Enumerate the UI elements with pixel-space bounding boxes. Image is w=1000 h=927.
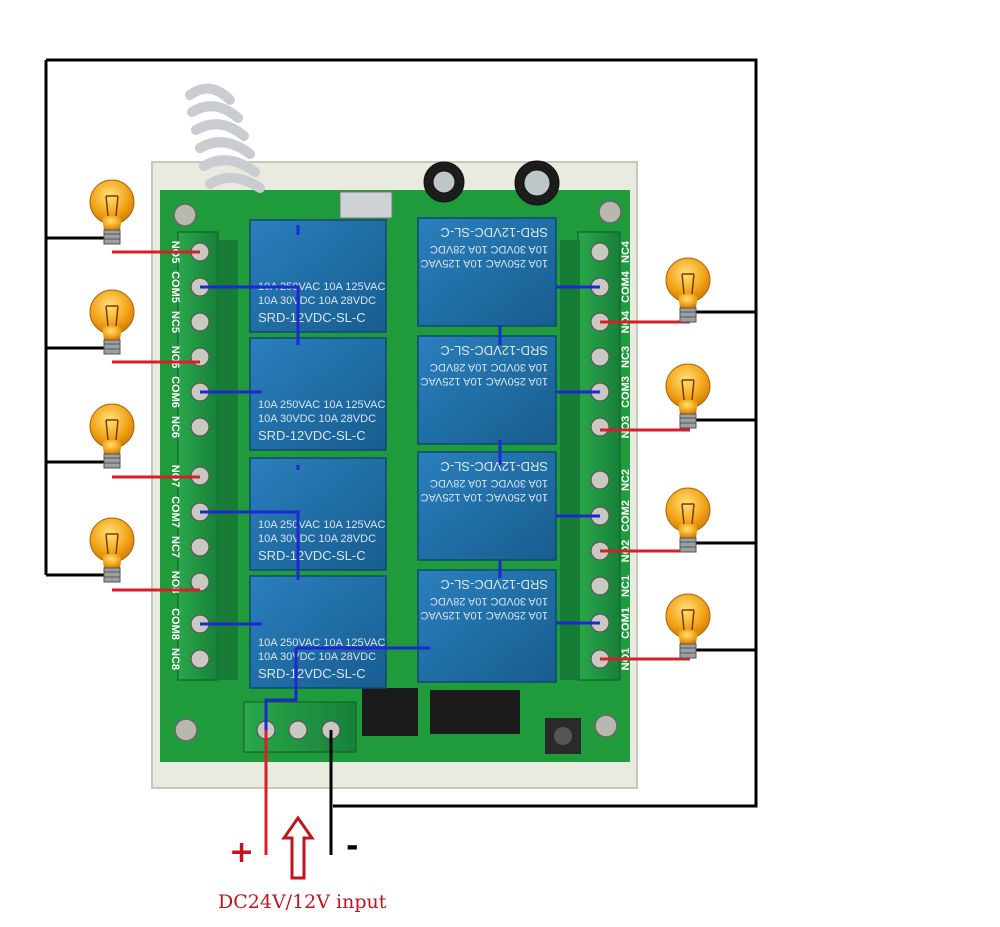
plus-sign: + <box>229 835 254 870</box>
terminal-label: NC8 <box>169 648 181 670</box>
relay-label: SRD-12VDC-SL-C <box>258 548 366 563</box>
capacitor <box>423 160 560 206</box>
terminal-label: NO3 <box>620 416 632 439</box>
power-caption: DC24V/12V input <box>218 891 387 913</box>
relay: 10A 250VAC 10A 125VAC 10A 30VDC 10A 28VDC… <box>417 335 557 445</box>
relay: 10A 250VAC 10A 125VAC 10A 30VDC 10A 28VDC… <box>249 457 387 571</box>
light-bulb-icon <box>89 403 135 469</box>
light-bulb-icon <box>665 363 711 429</box>
blue-wires <box>200 225 600 730</box>
frame-wire <box>44 58 758 808</box>
relay: 10A 250VAC 10A 125VAC 10A 30VDC 10A 28VDC… <box>249 337 387 451</box>
terminal-label: COM8 <box>169 608 181 640</box>
terminal-label: NC7 <box>169 536 181 558</box>
terminal-label: COM2 <box>620 500 632 532</box>
relay: 10A 250VAC 10A 125VAC 10A 30VDC 10A 28VDC… <box>249 575 387 689</box>
black-wires <box>46 236 756 855</box>
light-bulb-icon <box>665 257 711 323</box>
relay-label: 10A 30VDC 10A 28VDC <box>258 295 376 307</box>
terminal-label: COM3 <box>620 376 632 408</box>
relay-label: SRD-12VDC-SL-C <box>440 343 548 358</box>
relay-label: 10A 250VAC 10A 125VAC <box>258 281 385 293</box>
terminal-label: NC2 <box>620 469 632 491</box>
up-arrow-icon <box>281 815 315 880</box>
terminal-label: NC5 <box>169 311 181 333</box>
terminal-label: COM7 <box>169 496 181 528</box>
lamp-group <box>89 179 711 659</box>
relay-label: SRD-12VDC-SL-C <box>258 428 366 443</box>
relay-label: 10A 30VDC 10A 28VDC <box>430 477 548 489</box>
terminal-label: NC6 <box>169 416 181 438</box>
relay: 10A 250VAC 10A 125VAC 10A 30VDC 10A 28VDC… <box>417 451 557 561</box>
light-bulb-icon <box>89 179 135 245</box>
relay-label: 10A 30VDC 10A 28VDC <box>430 361 548 373</box>
terminal-label: NC4 <box>620 240 632 263</box>
terminal-label: COM6 <box>169 376 181 408</box>
light-bulb-icon <box>89 517 135 583</box>
relay-group: 10A 250VAC 10A 125VAC 10A 30VDC 10A 28VDC… <box>249 217 557 689</box>
light-bulb-icon <box>89 289 135 355</box>
relay-label: SRD-12VDC-SL-C <box>440 577 548 592</box>
relay-label: 10A 250VAC 10A 125VAC <box>421 257 548 269</box>
relay-label: 10A 250VAC 10A 125VAC <box>421 609 548 621</box>
relay-label: 10A 250VAC 10A 125VAC <box>258 519 385 531</box>
relay-label: SRD-12VDC-SL-C <box>440 225 548 240</box>
terminal-label: COM1 <box>620 607 632 639</box>
antenna-coil <box>185 83 265 193</box>
relay-label: 10A 250VAC 10A 125VAC <box>421 491 548 503</box>
light-bulb-icon <box>665 487 711 553</box>
light-bulb-icon <box>665 593 711 659</box>
terminal-label: COM4 <box>620 270 632 303</box>
relay: 10A 250VAC 10A 125VAC 10A 30VDC 10A 28VDC… <box>417 569 557 683</box>
relay-label: 10A 30VDC 10A 28VDC <box>258 533 376 545</box>
red-wires <box>112 250 690 855</box>
power-input: + - DC24V/12V input <box>218 815 387 913</box>
relay-label: 10A 30VDC 10A 28VDC <box>258 651 376 663</box>
terminal-label: NC1 <box>620 575 632 597</box>
relay-label: 10A 30VDC 10A 28VDC <box>430 595 548 607</box>
terminal-label: NO6 <box>169 346 181 369</box>
mount-screw <box>173 200 622 742</box>
relay-label: 10A 30VDC 10A 28VDC <box>258 413 376 425</box>
relay: 10A 250VAC 10A 125VAC 10A 30VDC 10A 28VDC… <box>249 219 387 333</box>
relay-label: 10A 250VAC 10A 125VAC <box>421 375 548 387</box>
terminal-label: COM5 <box>169 271 181 303</box>
relay-label: 10A 30VDC 10A 28VDC <box>430 243 548 255</box>
relay-label: SRD-12VDC-SL-C <box>258 310 366 325</box>
relay-label: 10A 250VAC 10A 125VAC <box>258 637 385 649</box>
relay-label: SRD-12VDC-SL-C <box>258 666 366 681</box>
relay-label: 10A 250VAC 10A 125VAC <box>258 399 385 411</box>
terminal-label: NC3 <box>620 346 632 368</box>
terminal-label: NO8 <box>169 571 181 594</box>
relay: 10A 250VAC 10A 125VAC 10A 30VDC 10A 28VDC… <box>417 217 557 327</box>
relay-module <box>151 83 638 789</box>
relay-label: SRD-12VDC-SL-C <box>440 459 548 474</box>
minus-sign: - <box>346 829 358 864</box>
